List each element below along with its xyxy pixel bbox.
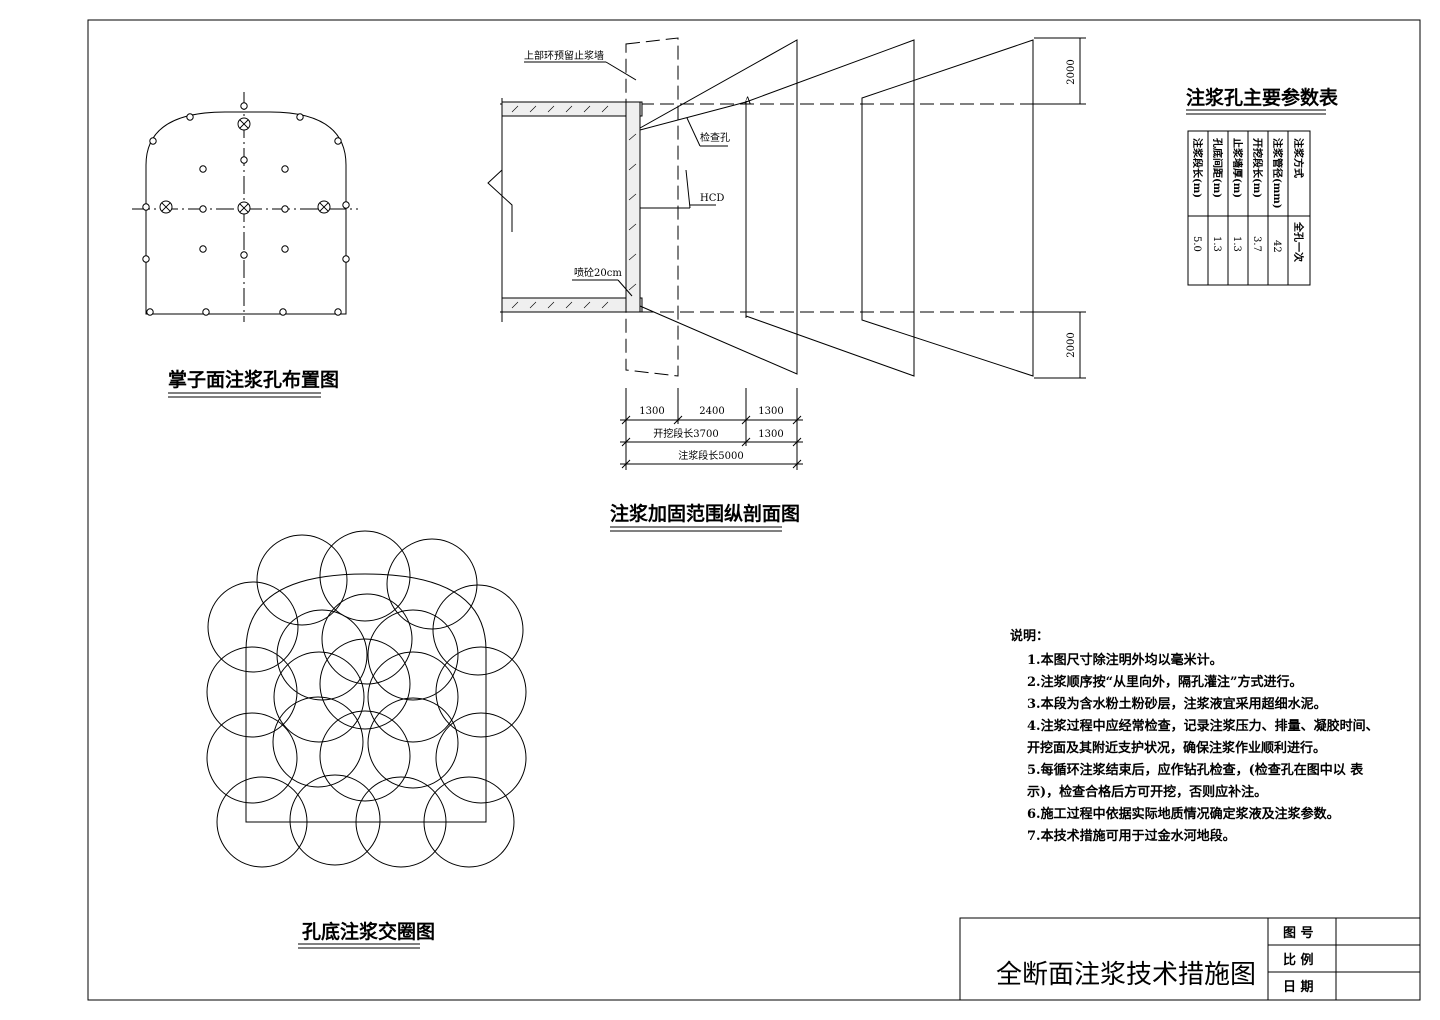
dim-1300-right: 1300 [758,406,783,417]
label-hcd: HCD [700,193,724,204]
title-block-label: 比 例 [1283,952,1314,968]
note-line: 4.注浆过程中应经常检查，记录注浆压力、排量、凝胶时间、 [1027,718,1379,734]
grout-zone-1 [639,39,798,375]
table-value-cell: 1.3 [1211,236,1222,252]
leader-line [686,117,701,147]
lining-top [501,101,643,117]
grout-circles [206,530,527,868]
label-stop-wall: 上部环预留止浆墙 [524,49,604,62]
table-value-cell: 42 [1271,240,1282,253]
note-line: 5.每循环注浆结束后，应作钻孔检查，(检查孔在图中以 表 [1027,762,1364,778]
leader-line [605,61,637,81]
note-line: 6.施工过程中依据实际地质情况确定浆液及注浆参数。 [1027,806,1340,822]
table-header-cell: 孔底间距(m) [1211,138,1224,198]
table-header-cell: 注浆段长(m) [1191,138,1204,198]
stop-wall-dashed-zone [625,37,679,377]
dim-grouting-length: 注浆段长5000 [678,449,743,462]
lining-hatch [511,105,637,309]
check-hole-symbol [237,201,251,215]
sheet-border [87,19,1421,1001]
tunnel-outline [245,573,487,823]
stop-wall [625,101,641,313]
dimension-lines [620,388,803,470]
leader-line [617,279,633,297]
dim-1300-row2: 1300 [758,429,783,440]
section-view: 上部环预留止浆墙 A 检查孔 HCD 喷砼20cm 2000 2000 [487,37,1086,532]
drawing-title: 全断面注浆技术措施图 [996,960,1256,990]
break-line [487,169,513,232]
table-value-cell: 全孔一次 [1292,221,1305,262]
note-line: 开挖面及其附近支护状况，确保注浆作业顺利进行。 [1027,740,1326,756]
label-a: A [743,96,752,107]
dim-bottom: 2000 [1066,332,1077,357]
dim-2400: 2400 [699,406,724,417]
note-line: 1.本图尺寸除注明外均以毫米计。 [1027,652,1223,668]
params-table-title: 注浆孔主要参数表 [1186,86,1339,109]
title-block-label: 日 期 [1283,980,1314,995]
grout-zone-3 [861,39,1034,377]
table-header-cell: 注浆管径(mm) [1271,138,1284,209]
leader-line [685,169,691,209]
note-line: 7.本技术措施可用于过金水河地段。 [1027,828,1236,844]
table-value-cell: 5.0 [1191,236,1202,252]
dim-top: 2000 [1066,59,1077,84]
table-value-cell: 1.3 [1231,236,1242,252]
check-holes [159,117,331,215]
check-hole-symbol [159,200,173,214]
note-line: 2.注浆顺序按“从里向外，隔孔灌注”方式进行。 [1027,674,1303,690]
table-value-cell: 3.7 [1251,236,1262,252]
note-line: 3.本段为含水粉土粉砂层，注浆液宜采用超细水泥。 [1027,696,1327,712]
title-block: 全断面注浆技术措施图 图 号 比 例 日 期 [959,917,1421,1001]
dim-excavation-length: 开挖段长3700 [653,427,718,440]
circle-overlap-view: 孔底注浆交圈图 [206,530,527,949]
check-hole-symbol [237,117,251,131]
grout-holes [142,102,350,316]
note-line: 示)，检查合格后方可开挖，否则应补注。 [1027,784,1267,800]
table-header-cell: 注浆方式 [1292,138,1305,178]
notes-heading: 说明： [1010,628,1049,644]
label-check-hole: 检查孔 [700,131,730,144]
face-layout-view: 掌子面注浆孔布置图 [132,92,358,398]
table-header-cell: 止浆墙厚(m) [1231,138,1244,198]
notes: 说明： 1.本图尺寸除注明外均以毫米计。 2.注浆顺序按“从里向外，隔孔灌注”方… [1010,628,1379,844]
table-header-cell: 开挖段长(m) [1251,138,1264,198]
section-title: 注浆加固范围纵剖面图 [610,502,800,525]
face-layout-title: 掌子面注浆孔布置图 [168,368,339,391]
label-shotcrete: 喷砼20cm [574,266,622,279]
grout-zone-2 [639,39,915,377]
lining-bottom [501,297,643,313]
params-table: 注浆孔主要参数表 注浆段长(m) 孔底间距(m) 止浆墙厚(m) 开挖段长(m)… [1186,86,1339,286]
dim-1300-left: 1300 [639,406,664,417]
circles-title: 孔底注浆交圈图 [302,920,435,943]
title-block-label: 图 号 [1283,926,1314,941]
check-hole-symbol [317,200,331,214]
